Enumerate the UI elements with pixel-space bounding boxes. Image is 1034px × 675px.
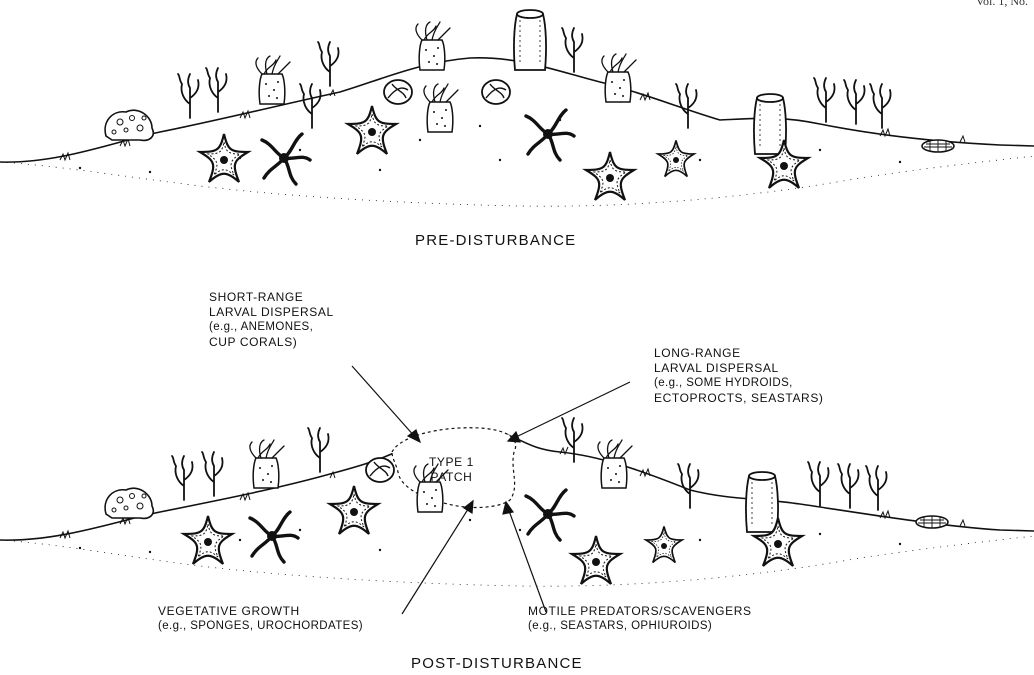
post-sponge xyxy=(746,472,778,532)
pre-anemone xyxy=(416,22,450,70)
pre-shell xyxy=(384,80,412,104)
pre-seafloor-ground xyxy=(0,156,1034,206)
post-shell xyxy=(366,458,394,482)
journal-header: Vol. 1, No. xyxy=(976,0,1028,9)
post-rock-cluster xyxy=(105,488,153,518)
vegetative-line1: VEGETATIVE GROWTH xyxy=(158,604,363,619)
motile-line1: MOTILE PREDATORS/SCAVENGERS xyxy=(528,604,752,619)
pre-seastar xyxy=(586,152,634,200)
post-seastar xyxy=(646,527,682,563)
pre-anemone xyxy=(256,56,290,104)
post-anemone xyxy=(598,440,632,488)
short-range-label: SHORT-RANGE LARVAL DISPERSAL (e.g., ANEM… xyxy=(209,290,334,350)
long-range-line4: ECTOPROCTS, SEASTARS) xyxy=(654,391,824,406)
pre-crab xyxy=(922,140,954,152)
long-range-label: LONG-RANGE LARVAL DISPERSAL (e.g., SOME … xyxy=(654,346,824,406)
pre-hydroid xyxy=(318,42,339,86)
pre-seafloor-outline xyxy=(0,58,1034,162)
pre-anemone xyxy=(424,84,458,132)
arrow-vegetative xyxy=(402,506,470,614)
post-seastar xyxy=(330,486,378,534)
pre-sponge xyxy=(754,94,786,154)
long-range-line2: LARVAL DISPERSAL xyxy=(654,361,824,376)
pre-rock-cluster xyxy=(105,110,153,140)
vegetative-growth-label: VEGETATIVE GROWTH (e.g., SPONGES, UROCHO… xyxy=(158,604,363,634)
post-hydroid xyxy=(808,462,829,506)
long-range-line3: (e.g., SOME HYDROIDS, xyxy=(654,376,824,391)
post-brittle-star xyxy=(526,490,574,540)
pre-brittle-star xyxy=(262,134,310,184)
arrow-short-range xyxy=(352,366,416,438)
short-range-line3: (e.g., ANEMONES, xyxy=(209,320,334,335)
pre-disturbance-scene xyxy=(0,10,1034,206)
type1-patch-label: TYPE 1 PATCH xyxy=(429,455,474,485)
post-seafloor-outline xyxy=(0,430,1034,540)
patch-line2: PATCH xyxy=(429,470,474,485)
pre-brittle-star xyxy=(526,110,574,160)
pre-hydroid xyxy=(562,28,583,72)
short-range-line4: CUP CORALS) xyxy=(209,335,334,350)
short-range-line2: LARVAL DISPERSAL xyxy=(209,305,334,320)
short-range-line1: SHORT-RANGE xyxy=(209,290,334,305)
pre-seastar xyxy=(658,141,694,177)
post-hydroid xyxy=(308,428,329,472)
pre-hydroid xyxy=(206,68,227,112)
pre-disturbance-title: PRE-DISTURBANCE xyxy=(415,232,576,249)
post-seastar xyxy=(184,516,232,564)
pre-hydroid xyxy=(844,80,865,124)
pre-anemone xyxy=(602,54,636,102)
pre-hydroid xyxy=(870,84,891,128)
post-crab xyxy=(916,516,948,528)
pre-hydroid xyxy=(814,78,835,122)
pre-shell xyxy=(482,80,510,104)
pre-seastar xyxy=(200,134,248,182)
motile-line2: (e.g., SEASTARS, OPHIUROIDS) xyxy=(528,619,752,634)
post-brittle-star xyxy=(250,512,298,562)
pre-grass-tufts xyxy=(60,55,965,160)
post-disturbance-title: POST-DISTURBANCE xyxy=(411,655,583,672)
post-anemone xyxy=(250,440,284,488)
post-hydroid xyxy=(172,456,193,500)
vegetative-line2: (e.g., SPONGES, UROCHORDATES) xyxy=(158,619,363,634)
pre-hydroid xyxy=(300,84,321,128)
pre-sponge xyxy=(514,10,546,70)
post-disturbance-scene xyxy=(0,418,1034,586)
post-hydroid xyxy=(838,464,859,508)
post-seafloor-ground xyxy=(0,536,1034,586)
motile-predators-label: MOTILE PREDATORS/SCAVENGERS (e.g., SEAST… xyxy=(528,604,752,634)
post-seastar xyxy=(572,536,620,584)
post-hydroid xyxy=(202,452,223,496)
pre-hydroid xyxy=(178,74,199,118)
long-range-line1: LONG-RANGE xyxy=(654,346,824,361)
pre-seastar xyxy=(348,106,396,154)
patch-line1: TYPE 1 xyxy=(429,455,474,470)
post-hydroid xyxy=(866,466,887,510)
